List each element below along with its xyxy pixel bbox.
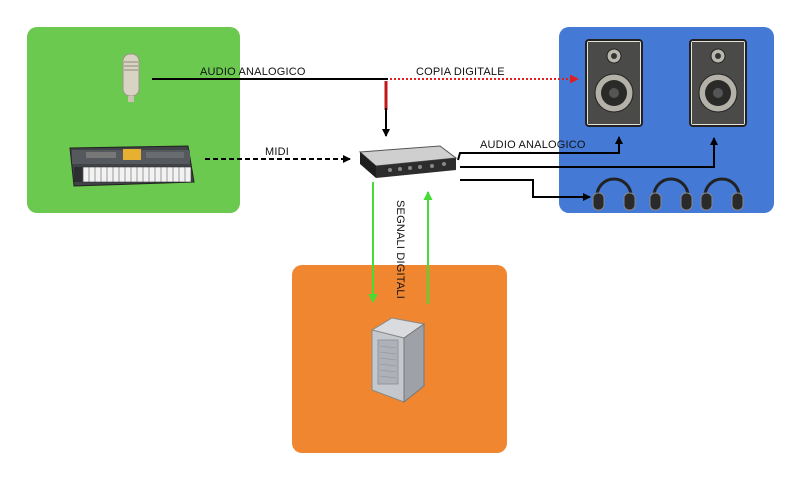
studio-monitor-icon (689, 39, 747, 127)
microphone-icon (122, 53, 140, 102)
headphones-icon (592, 177, 636, 211)
studio-monitor-icon (585, 39, 643, 127)
headphones-icon (700, 177, 744, 211)
computer-tower-icon (370, 317, 426, 404)
digital-signal-lines (368, 182, 433, 304)
analog-audio-out-label: AUDIO ANALOGICO (480, 139, 586, 151)
analog-audio-in-line (152, 78, 390, 137)
headphones-icon (649, 177, 693, 211)
midi-label: MIDI (265, 146, 290, 158)
keyboard-icon (69, 145, 195, 187)
analog-audio-in-label: AUDIO ANALOGICO (200, 66, 306, 78)
digital-signals-label: SEGNALI DIGITALI (394, 200, 406, 299)
audio-interface-icon (358, 145, 458, 178)
analog-audio-out-lines (457, 136, 718, 201)
digital-copy-label: COPIA DIGITALE (416, 66, 505, 78)
